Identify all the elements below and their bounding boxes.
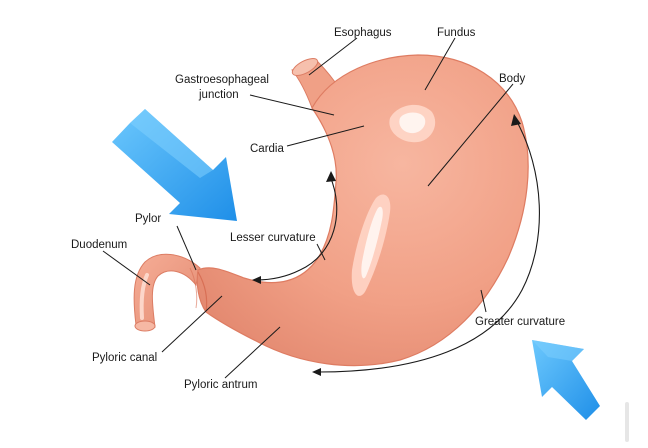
scrollbar[interactable] <box>625 402 629 442</box>
label-pyloric-canal: Pyloric canal <box>92 352 157 364</box>
label-gastroesophageal-line2: junction <box>198 89 239 101</box>
label-pylorus: Pylor <box>135 213 161 225</box>
blue-pointer-arrow-lower <box>532 340 600 420</box>
label-body: Body <box>499 73 525 85</box>
label-lesser-curvature: Lesser curvature <box>230 232 316 244</box>
duodenum-shape <box>133 253 201 332</box>
label-duodenum: Duodenum <box>71 239 127 251</box>
label-gastroesophageal-line1: Gastroesophageal <box>175 74 269 86</box>
leader-lines <box>102 37 514 379</box>
label-pyloric-antrum: Pyloric antrum <box>184 379 258 391</box>
label-fundus: Fundus <box>437 27 476 39</box>
label-cardia: Cardia <box>250 143 284 155</box>
greater-curvature-arrow <box>312 114 540 376</box>
label-greater-curvature: Greater curvature <box>475 316 565 328</box>
blue-pointer-arrow-upper <box>112 109 237 221</box>
lesser-curvature-arrow <box>252 171 338 284</box>
label-esophagus: Esophagus <box>334 27 392 39</box>
stomach-shape <box>189 54 529 367</box>
